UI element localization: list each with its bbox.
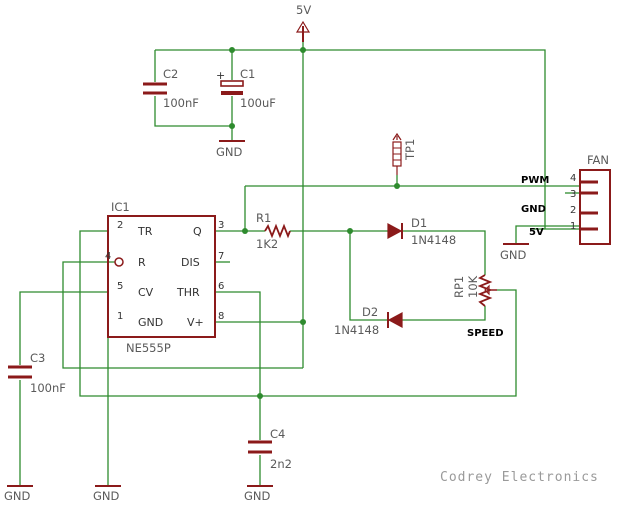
ic-pin-q: Q (193, 225, 202, 238)
fan-pin-2: 2 (570, 205, 576, 216)
gnd-label: GND (4, 489, 31, 503)
speed-label: SPEED (467, 328, 504, 339)
wire-thr (215, 291, 261, 486)
capacitor-c3: C3 100nF (8, 351, 66, 395)
c2-ref: C2 (163, 67, 178, 81)
junctions (229, 47, 400, 399)
ic-pin-tr: TR (137, 225, 153, 238)
c1-value: 100uF (240, 96, 276, 110)
rp1-value: 10K (466, 275, 480, 298)
gnd-symbol-ic-pin1: GND (93, 485, 121, 503)
c3-ref: C3 (30, 351, 45, 365)
wire-d1-pot (402, 230, 486, 275)
wire-d2-branch (349, 231, 388, 321)
junction (394, 183, 400, 189)
wire-cv (19, 291, 108, 485)
ic-pin-thr: THR (176, 286, 200, 299)
wire-d2-pot (402, 306, 486, 321)
fan-label: FAN (587, 153, 609, 167)
r1-ref: R1 (256, 211, 271, 225)
capacitor-c4: C4 2n2 (248, 427, 292, 471)
ic-pin-num-6: 6 (218, 281, 224, 292)
c1-ref: C1 (240, 67, 255, 81)
capacitor-c2: C2 100nF (143, 67, 199, 110)
test-point-tp1: TP1 (392, 132, 417, 175)
ic-pin-num-4: 4 (105, 251, 111, 262)
supply-5v-label: 5V (296, 3, 311, 17)
ic1-part: NE555P (126, 341, 171, 355)
d1-ref: D1 (411, 216, 427, 230)
junction (257, 393, 263, 399)
ic-pin-num-3: 3 (218, 220, 224, 231)
ic-pin-cv: CV (138, 286, 154, 299)
tp1-label: TP1 (403, 139, 417, 161)
d1-value: 1N4148 (411, 233, 456, 247)
c1-plus: + (216, 69, 225, 82)
junction (229, 123, 235, 129)
ic-pin-num-2: 2 (117, 220, 123, 231)
junction (347, 228, 353, 234)
ic-pin-num-5: 5 (117, 281, 123, 292)
d2-value: 1N4148 (334, 323, 379, 337)
fan-5v-net: 5V (529, 227, 544, 238)
gnd-symbol-fan: GND (500, 243, 529, 262)
junction (229, 47, 235, 53)
wires (19, 28, 580, 486)
ic-pin-num-8: 8 (218, 311, 224, 322)
reset-inversion-bubble (114, 257, 124, 267)
watermark: Codrey Electronics (440, 470, 599, 485)
c4-ref: C4 (270, 427, 285, 441)
fan-connector: FAN 4 3 2 1 PWM GND 5V (521, 153, 611, 245)
gnd-label: GND (244, 489, 271, 503)
wire-5v-top-rail (155, 49, 546, 229)
wire-wiper (79, 230, 517, 397)
diode-d1: D1 1N4148 (387, 216, 456, 247)
fan-pin-1: 1 (570, 221, 576, 232)
diode-d2: D2 1N4148 (334, 305, 403, 337)
d2-ref: D2 (362, 305, 378, 319)
c4-value: 2n2 (270, 457, 292, 471)
r1-value: 1K2 (256, 237, 278, 251)
gnd-symbol-c4: GND (244, 485, 273, 503)
ic-pin-vplus: V+ (187, 316, 204, 329)
supply-5v-symbol: 5V (295, 3, 311, 42)
gnd-label: GND (93, 489, 120, 503)
ic-pin-gnd: GND (138, 316, 163, 329)
gnd-label: GND (500, 248, 527, 262)
wire-fan-gnd (515, 225, 580, 244)
resistor-r1: R1 1K2 (256, 211, 291, 251)
fan-pwm-net: PWM (521, 175, 549, 186)
c3-value: 100nF (30, 381, 66, 395)
junction (300, 319, 306, 325)
ic-pin-dis: DIS (181, 256, 200, 269)
c2-value: 100nF (163, 96, 199, 110)
potentiometer-rp1: RP1 10K SPEED (452, 274, 504, 339)
fan-gnd-net: GND (521, 204, 546, 215)
fan-pin-3: 3 (570, 189, 576, 200)
wire-c2 (154, 50, 232, 127)
fan-pin-4: 4 (570, 173, 576, 184)
wire-reset (62, 261, 303, 369)
junction (242, 228, 248, 234)
ic1-ne555: IC1 NE555P TR R CV GND Q DIS THR V+ 2 4 … (105, 200, 224, 355)
gnd-symbol-c1: GND (216, 140, 245, 159)
ic1-ref: IC1 (111, 200, 130, 214)
gnd-label: GND (216, 145, 243, 159)
junction (300, 47, 306, 53)
rp1-ref: RP1 (452, 276, 466, 298)
capacitor-c1: + C1 100uF (216, 67, 276, 110)
ic-pin-num-1: 1 (117, 311, 123, 322)
ic-pin-r: R (138, 256, 146, 269)
ic-pin-num-7: 7 (218, 251, 224, 262)
gnd-symbol-c3: GND (4, 485, 33, 503)
